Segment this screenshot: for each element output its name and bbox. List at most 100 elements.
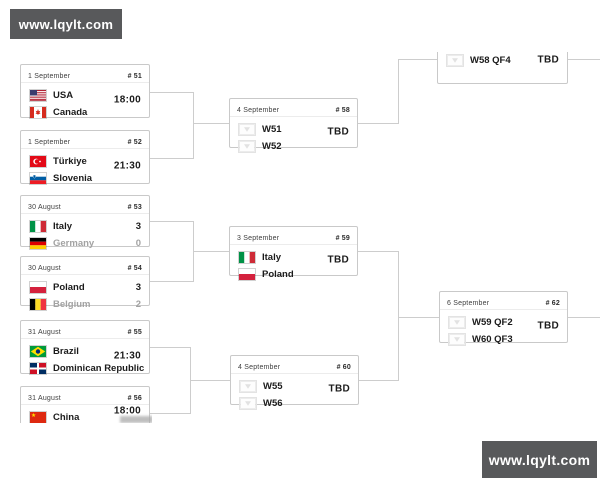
- match-date: 1 September: [28, 73, 71, 80]
- italy-flag: [238, 251, 256, 264]
- match-time: 18:00: [113, 94, 141, 105]
- connector-line: [358, 251, 398, 252]
- winner-placeholder-icon: [448, 316, 466, 329]
- team-name: W59 QF2: [472, 317, 513, 328]
- slovenia-flag: [29, 172, 47, 185]
- match-time: 21:30: [113, 160, 141, 171]
- canada-flag: [29, 106, 47, 119]
- connector-line: [190, 380, 230, 381]
- match-card-header: 31 August # 56: [21, 387, 149, 405]
- match-date: 31 August: [28, 329, 61, 336]
- match-number: # 51: [127, 73, 142, 80]
- match-number: # 54: [127, 265, 142, 272]
- team-row: W52: [238, 140, 349, 153]
- winner-placeholder-icon: [239, 380, 257, 393]
- match-card-header: 1 September # 52: [21, 131, 149, 149]
- team-name: Italy: [262, 252, 282, 263]
- match-card-header: 4 September# 58: [230, 99, 357, 117]
- connector-line: [398, 317, 439, 318]
- team-name: Belgium: [53, 299, 91, 310]
- match-number: # 55: [127, 329, 142, 336]
- team-row: Türkiye: [29, 155, 141, 168]
- match-time: 18:00: [113, 405, 141, 417]
- match-date: 1 September: [28, 139, 71, 146]
- match-status-tbd: TBD: [537, 54, 559, 66]
- connector-line: [568, 317, 600, 318]
- match-card-51[interactable]: 1 September # 51 USA Canada 18:00: [20, 64, 150, 119]
- match-status-tbd: TBD: [537, 320, 559, 331]
- china-flag: [29, 411, 47, 423]
- match-number: # 53: [127, 204, 142, 211]
- connector-line: [193, 123, 229, 124]
- team-name: W60 QF3: [472, 334, 513, 345]
- team-rows: W57 QF1W58 QF4: [438, 52, 567, 71]
- team-row: Italy: [238, 251, 349, 264]
- winner-placeholder-icon: [238, 140, 256, 153]
- connector-line: [398, 251, 399, 381]
- match-date: 4 September: [238, 364, 281, 371]
- connector-line: [150, 92, 193, 93]
- match-card-header: 4 September# 60: [231, 356, 358, 374]
- match-date: 31 August: [28, 395, 61, 402]
- match-number: # 58: [335, 107, 350, 114]
- match-number: # 56: [127, 395, 142, 402]
- team-name: Slovenia: [53, 173, 93, 184]
- match-status-tbd: TBD: [327, 126, 349, 137]
- team-name: USA: [53, 90, 74, 101]
- match-card-header: 31 August # 55: [21, 321, 149, 339]
- team-row: Belgium 2: [29, 298, 141, 311]
- team-name: Italy: [53, 221, 73, 232]
- team-row: Brazil: [29, 345, 141, 358]
- connector-line: [150, 221, 193, 222]
- team-row: W58 QF4: [446, 54, 559, 67]
- team-name: China: [53, 412, 80, 423]
- connector-line: [568, 59, 600, 60]
- match-card-header: 30 August# 54: [21, 257, 149, 275]
- blur-smudge: [120, 416, 152, 423]
- connector-line: [193, 251, 229, 252]
- connector-line: [193, 92, 194, 159]
- usa-flag: [29, 89, 47, 102]
- team-row: Dominican Republic: [29, 362, 144, 375]
- team-name: W56: [263, 398, 283, 409]
- watermark-top: www.lqylt.com: [10, 9, 122, 39]
- team-row: USA: [29, 89, 141, 102]
- connector-line: [150, 413, 190, 414]
- team-name: Poland: [53, 282, 85, 293]
- team-name: Türkiye: [53, 156, 87, 167]
- winner-placeholder-icon: [238, 123, 256, 136]
- team-name: Canada: [53, 107, 88, 118]
- match-number: # 62: [545, 300, 560, 307]
- match-date: 6 September: [447, 300, 490, 307]
- dominican-republic-flag: [29, 362, 47, 375]
- connector-line: [150, 347, 190, 348]
- watermark-bottom: www.lqylt.com: [482, 441, 597, 478]
- team-row: W60 QF3: [448, 333, 559, 346]
- team-row: Poland: [238, 268, 349, 281]
- team-name: Brazil: [53, 346, 79, 357]
- team-row: W51: [238, 123, 349, 136]
- italy-flag: [29, 220, 47, 233]
- team-rows: China: [21, 405, 149, 423]
- watermark-text: www.lqylt.com: [488, 451, 591, 468]
- team-score: 2: [135, 299, 141, 310]
- match-number: # 52: [127, 139, 142, 146]
- connector-line: [358, 123, 398, 124]
